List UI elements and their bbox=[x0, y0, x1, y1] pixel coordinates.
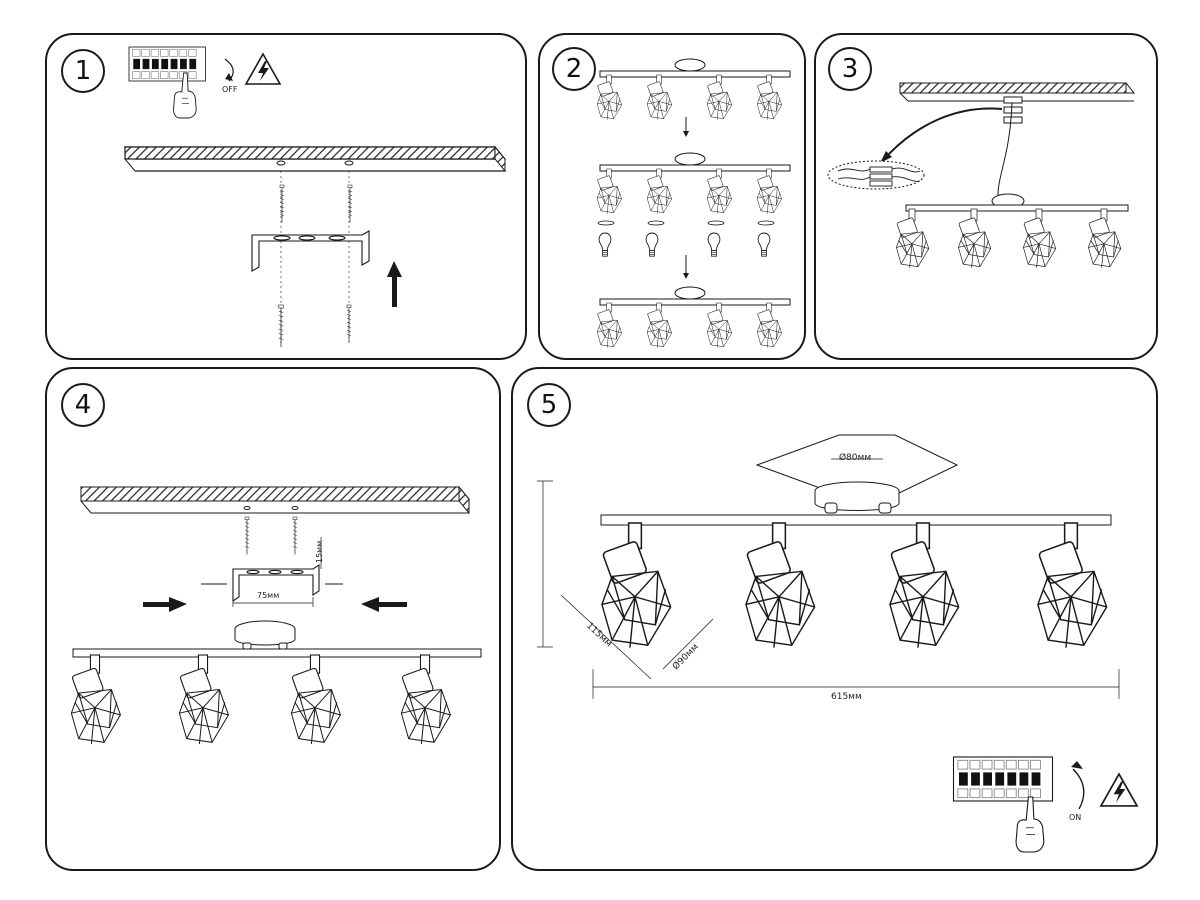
ceiling-slab bbox=[79, 485, 471, 515]
arrow-down-icon bbox=[683, 117, 689, 137]
step-3-illustration bbox=[827, 82, 1136, 269]
mounting-bracket bbox=[232, 563, 320, 603]
fixture-canopy bbox=[234, 620, 296, 650]
arrow-right-icon bbox=[143, 597, 187, 612]
ceiling-slab bbox=[123, 145, 507, 173]
step-4-illustration bbox=[70, 485, 482, 745]
panel-step-4: 4 bbox=[45, 367, 501, 871]
fixture-bar bbox=[70, 648, 482, 745]
panel-step-5: 5 bbox=[511, 367, 1158, 871]
fixture-bar bbox=[600, 514, 1112, 649]
fixture-assembled-bottom bbox=[596, 286, 791, 348]
bracket-width-label: 75мм bbox=[257, 591, 280, 600]
bracket-height-label: 15мм bbox=[315, 540, 324, 563]
panel-step-3: 3 bbox=[814, 33, 1158, 360]
step-number-1: 1 bbox=[61, 49, 105, 93]
step-5-illustration bbox=[537, 434, 1138, 853]
panel-step-1: 1 OFF bbox=[45, 33, 527, 360]
circuit-breaker-icon bbox=[128, 46, 206, 82]
canopy-diameter-label: Ø80мм bbox=[839, 453, 872, 463]
on-label: ON bbox=[1069, 813, 1082, 822]
fixture-hanging bbox=[896, 193, 1129, 269]
step-1-illustration bbox=[123, 46, 507, 348]
step-number-5: 5 bbox=[527, 383, 571, 427]
off-label: OFF bbox=[222, 85, 238, 94]
high-voltage-warning-icon bbox=[245, 53, 281, 85]
wire-connector-icon bbox=[997, 96, 1023, 196]
arrow-left-icon bbox=[361, 597, 407, 612]
light-bulb-icon bbox=[598, 232, 771, 257]
step-number-3: 3 bbox=[828, 47, 872, 91]
arrow-up-icon bbox=[387, 261, 402, 307]
rotate-arrow-icon bbox=[1072, 768, 1085, 810]
panel-step-2: 2 bbox=[538, 33, 806, 360]
fixture-assembled-top bbox=[596, 58, 791, 120]
step-2-illustration bbox=[596, 58, 791, 348]
step-number-2: 2 bbox=[552, 47, 596, 91]
arrow-down-icon bbox=[683, 255, 689, 279]
mounting-bracket bbox=[251, 230, 370, 272]
circuit-breaker-icon bbox=[952, 756, 1054, 802]
hand-icon bbox=[1015, 796, 1045, 853]
high-voltage-warning-icon bbox=[1100, 773, 1138, 807]
canopy-plate bbox=[755, 434, 959, 514]
fixture-bulb-removal bbox=[596, 152, 791, 257]
step-number-4: 4 bbox=[61, 383, 105, 427]
total-length-label: 615мм bbox=[831, 692, 862, 702]
